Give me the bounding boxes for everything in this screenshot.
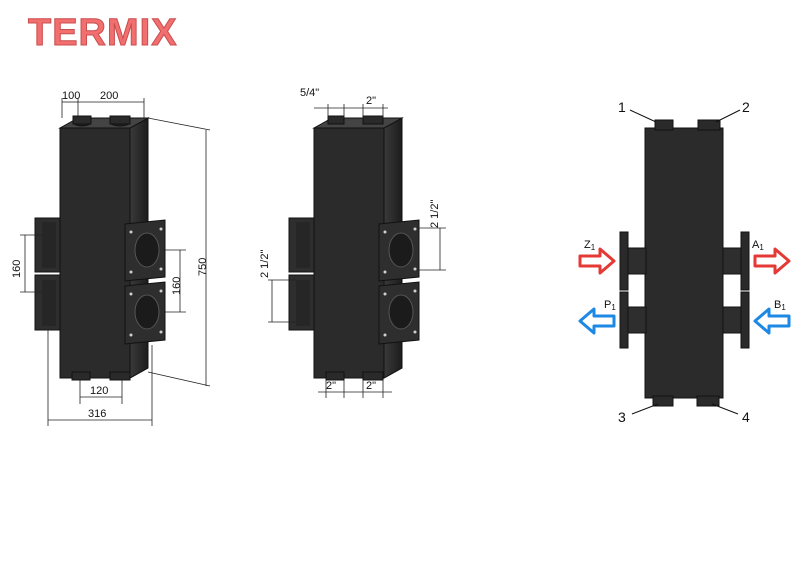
dim-160-left: 160 — [11, 260, 23, 278]
port-2-label: 2 — [742, 99, 750, 115]
dim-200: 200 — [100, 90, 118, 102]
dim-bottom-left: 2" — [326, 380, 336, 392]
flow-b1-label: B1 — [774, 299, 786, 312]
flow-a1-label: A1 — [752, 239, 764, 252]
dim-side-left: 2 1/2" — [259, 250, 271, 278]
drawing-1-dimensioned: 100 200 160 160 750 120 316 — [11, 90, 211, 426]
dim-top-left: 5/4" — [300, 87, 319, 99]
flow-p1-label: P1 — [604, 299, 616, 312]
drawing-3-flow-schema: 1 2 3 4 Z1 A1 P1 B1 — [578, 99, 791, 425]
drawing-2-connections: 5/4" 2" 2 1/2" 2 1/2" 2" 2" — [259, 87, 446, 398]
arrow-p1-out-icon — [578, 307, 616, 335]
dim-100: 100 — [62, 90, 80, 102]
dim-bottom-right: 2" — [366, 380, 376, 392]
port-1-label: 1 — [618, 99, 626, 115]
dim-160-right: 160 — [171, 277, 183, 295]
dim-top-right: 2" — [366, 95, 376, 107]
arrow-b1-in-icon — [753, 307, 791, 335]
port-4-label: 4 — [742, 409, 750, 425]
port-3-label: 3 — [618, 409, 626, 425]
dim-120: 120 — [90, 385, 108, 397]
dim-750: 750 — [197, 258, 209, 276]
arrow-z1-in-icon — [578, 247, 616, 275]
dim-side-right: 2 1/2" — [429, 200, 441, 228]
termix-logo: TERMIX — [28, 12, 178, 54]
flow-z1-label: Z1 — [584, 239, 596, 252]
arrow-a1-out-icon — [753, 247, 791, 275]
dim-316: 316 — [88, 408, 106, 420]
